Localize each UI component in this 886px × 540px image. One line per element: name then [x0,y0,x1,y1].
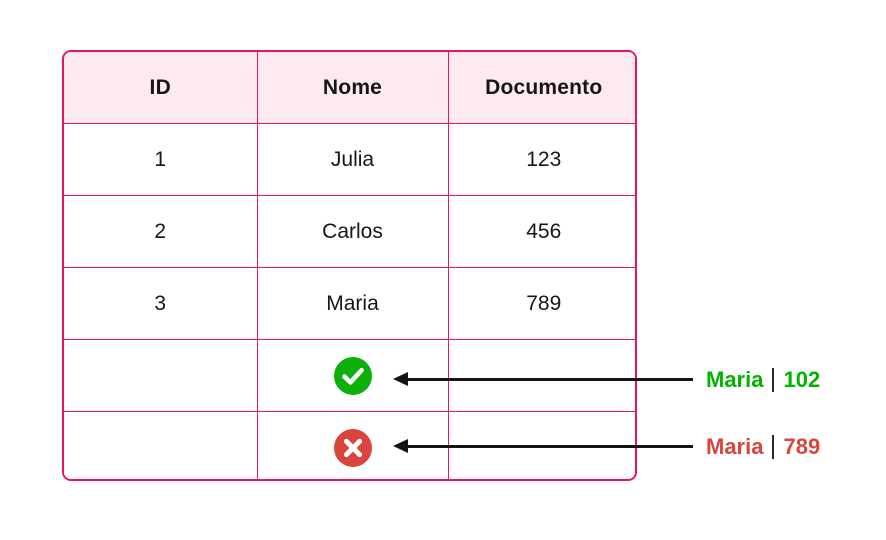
table-header: ID Nome Documento [64,52,635,124]
cell-documento: 123 [447,123,635,196]
annotation-error: Maria 789 [706,435,820,459]
table-row: 2 Carlos 456 [64,195,635,268]
column-header-id: ID [64,52,258,124]
records-table-grid: ID Nome Documento 1 Julia 123 2 Carlos 4… [64,52,635,479]
cell-nome: Maria [256,267,449,340]
cell-nome: Julia [256,123,449,196]
annotation-name: Maria [706,367,764,392]
check-circle-icon [333,356,372,395]
annotation-success: Maria 102 [706,368,820,392]
x-circle-icon [333,428,372,467]
cell-documento: 456 [447,195,635,268]
annotation-separator [772,368,775,392]
records-table: ID Nome Documento 1 Julia 123 2 Carlos 4… [62,50,637,481]
annotation-separator [772,435,775,459]
table-header-row: ID Nome Documento [64,52,635,124]
annotation-documento: 102 [783,367,821,392]
table-row: 3 Maria 789 [64,267,635,340]
column-header-nome: Nome [256,52,449,124]
cell-documento [447,411,635,479]
table-row: 1 Julia 123 [64,123,635,196]
table-row-status-success [64,339,635,412]
cell-status-error [256,411,449,479]
cell-nome: Carlos [256,195,449,268]
annotation-name: Maria [706,434,764,459]
cell-id: 2 [64,195,258,268]
cell-documento [447,339,635,412]
cell-id [64,339,258,412]
annotation-documento: 789 [783,434,821,459]
table-row-status-error [64,411,635,479]
column-header-documento: Documento [447,52,635,124]
cell-id [64,411,258,479]
cell-documento: 789 [447,267,635,340]
cell-id: 1 [64,123,258,196]
cell-id: 3 [64,267,258,340]
cell-status-success [256,339,449,412]
table-body: 1 Julia 123 2 Carlos 456 3 Maria 789 [64,123,635,479]
